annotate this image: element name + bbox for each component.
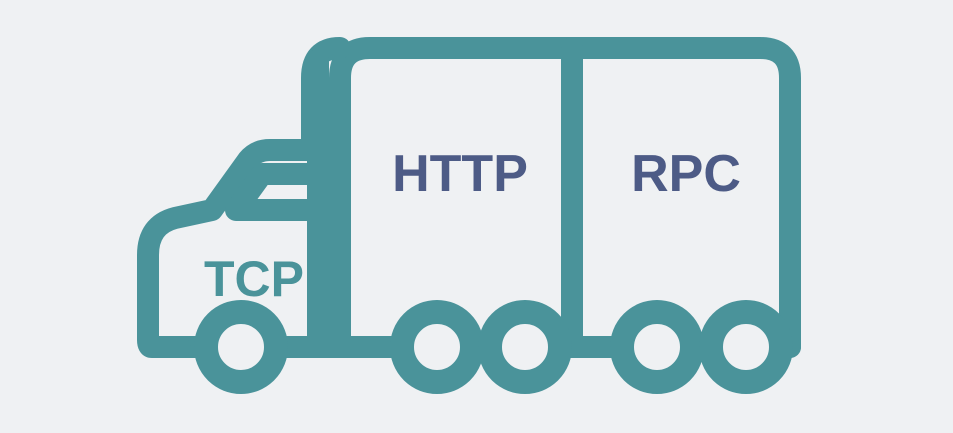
wheel-mid-2 bbox=[478, 300, 572, 394]
cab bbox=[137, 37, 351, 358]
container-label-http: HTTP bbox=[392, 145, 528, 203]
wheel-front bbox=[194, 300, 288, 394]
cab-label: TCP bbox=[204, 251, 304, 307]
cab-window bbox=[225, 163, 329, 221]
container-label-rpc: RPC bbox=[631, 145, 741, 203]
wheels bbox=[194, 300, 793, 394]
wheel-mid-1 bbox=[390, 300, 484, 394]
wheel-rear-2 bbox=[699, 300, 793, 394]
wheel-rear-1 bbox=[610, 300, 704, 394]
